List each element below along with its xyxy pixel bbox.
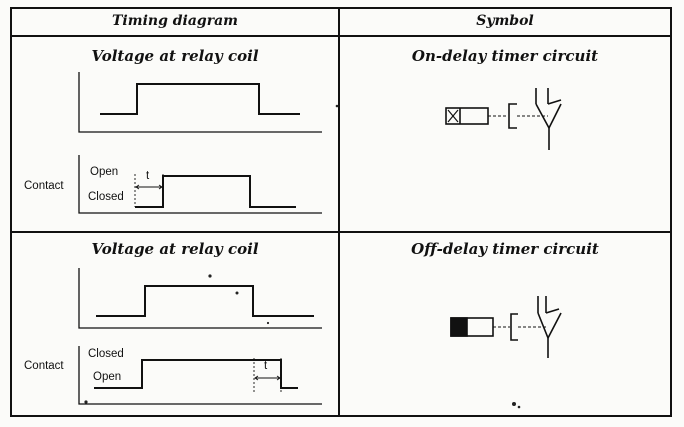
- header-divider: [11, 35, 671, 37]
- row2-state-bottom: Open: [93, 371, 122, 383]
- row1-symbol-title: On-delay timer circuit: [411, 47, 599, 65]
- header-symbol: Symbol: [476, 13, 534, 29]
- row2-symbol-title: Off-delay timer circuit: [411, 240, 599, 258]
- off-delay-timer-symbol: [450, 296, 562, 358]
- row1-contact-waveform: [78, 155, 322, 214]
- row1-contact-label: Contact: [24, 180, 64, 192]
- table-border: [10, 7, 672, 417]
- row2-coil-voltage-waveform: [78, 268, 322, 329]
- row2-timing-title: Voltage at relay coil: [91, 240, 259, 258]
- row2-contact-label: Contact: [24, 360, 64, 372]
- scan-specks: [84, 104, 521, 409]
- row1-delay-label: t: [146, 170, 150, 182]
- row1-state-bottom: Closed: [88, 191, 124, 203]
- header-timing-diagram: Timing diagram: [112, 13, 238, 29]
- on-delay-timer-symbol: [445, 88, 562, 150]
- column-divider: [338, 8, 340, 416]
- row1-state-top: Open: [90, 166, 119, 178]
- row2-state-top: Closed: [88, 348, 124, 360]
- row-divider: [11, 231, 671, 233]
- row2-contact-waveform: [78, 346, 322, 405]
- row2-delay-label: t: [264, 360, 268, 372]
- row1-timing-title: Voltage at relay coil: [91, 47, 259, 65]
- row1-coil-voltage-waveform: [78, 72, 322, 133]
